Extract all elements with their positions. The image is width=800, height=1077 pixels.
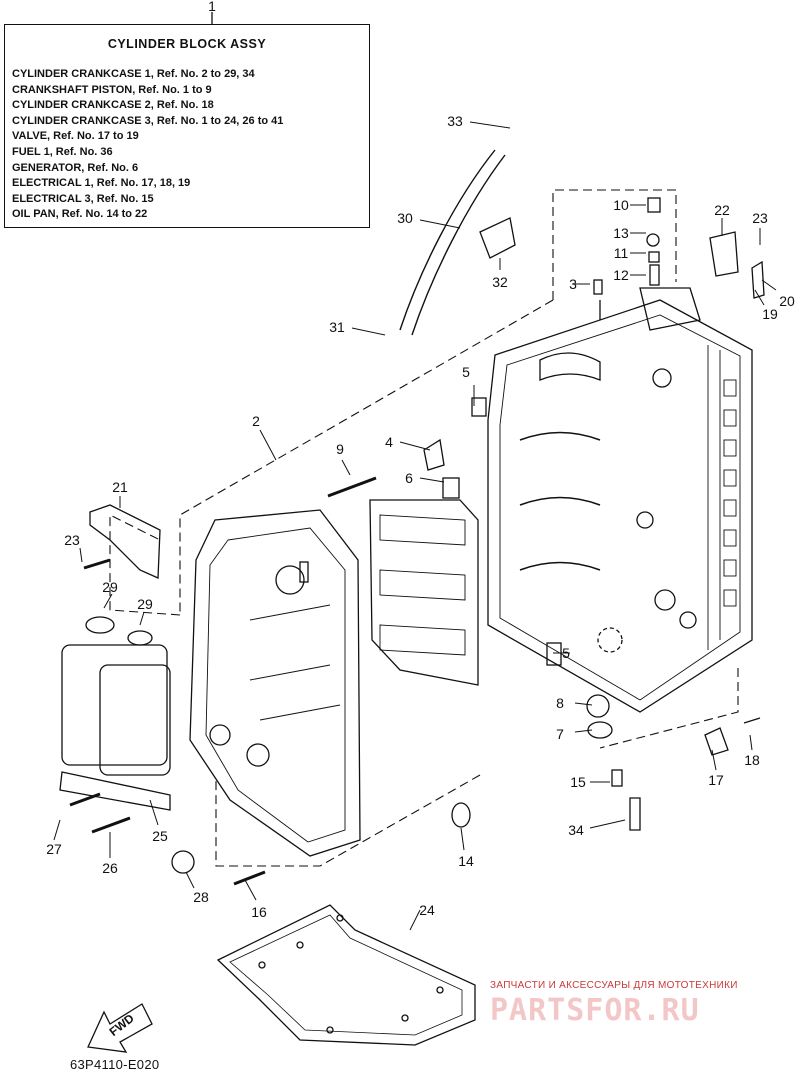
legend-line: ELECTRICAL 1, Ref. No. 17, 18, 19	[12, 177, 191, 190]
callout-13: 13	[613, 225, 629, 241]
watermark-tagline: ЗАПЧАСТИ И АКСЕССУАРЫ ДЛЯ МОТОТЕХНИКИ	[490, 980, 738, 991]
callout-23: 23	[752, 210, 768, 226]
callout-28: 28	[193, 889, 209, 905]
callout-23: 23	[64, 532, 80, 548]
callout-31: 31	[329, 319, 345, 335]
legend-line: FUEL 1, Ref. No. 36	[12, 145, 113, 158]
legend-line: CRANKSHAFT PISTON, Ref. No. 1 to 9	[12, 83, 212, 96]
callout-33: 33	[447, 113, 463, 129]
callout-15: 15	[570, 774, 586, 790]
callout-8: 8	[556, 695, 564, 711]
callout-10: 10	[613, 197, 629, 213]
callout-16: 16	[251, 904, 267, 920]
callout-24: 24	[419, 902, 435, 918]
callout-34: 34	[568, 822, 584, 838]
callout-29: 29	[102, 579, 118, 595]
callout-21: 21	[112, 479, 128, 495]
callout-27: 27	[46, 841, 62, 857]
callout-19: 19	[762, 306, 778, 322]
legend-line: OIL PAN, Ref. No. 14 to 22	[12, 208, 148, 221]
callout-6: 6	[405, 470, 413, 486]
callout-11: 11	[613, 245, 629, 261]
cylinder-head-assembly	[59, 616, 171, 811]
legend-line: GENERATOR, Ref. No. 6	[12, 161, 139, 174]
cylinder-block	[487, 287, 753, 713]
callout-5: 5	[462, 364, 470, 380]
crankcase	[189, 509, 361, 857]
callout-18: 18	[744, 752, 760, 768]
watermark: ЗАПЧАСТИ И АКСЕССУАРЫ ДЛЯ МОТОТЕХНИКИ PA…	[490, 980, 790, 1028]
fwd-arrow-icon	[87, 1003, 153, 1053]
callout-29: 29	[137, 596, 153, 612]
assembly-outline	[109, 189, 739, 867]
legend-line: CYLINDER CRANKCASE 2, Ref. No. 18	[12, 99, 214, 112]
legend-list: CYLINDER CRANKCASE 1, Ref. No. 2 to 29, …	[12, 67, 283, 223]
callout-3: 3	[569, 276, 577, 292]
figure-code: 63P4110-E020	[70, 1057, 160, 1072]
callout-25: 25	[152, 828, 168, 844]
callout-26: 26	[102, 860, 118, 876]
bracket-21	[89, 504, 161, 579]
bearing-plate	[369, 499, 479, 686]
callout-14: 14	[458, 853, 474, 869]
legend-line: CYLINDER CRANKCASE 3, Ref. No. 1 to 24, …	[12, 114, 284, 127]
callout-5: 5	[562, 645, 570, 661]
callout-30: 30	[397, 210, 413, 226]
small-parts	[69, 197, 765, 886]
watermark-logo: PARTSFOR.RU	[490, 993, 700, 1028]
callout-20: 20	[779, 293, 795, 309]
leader-lines	[53, 121, 777, 931]
callout-9: 9	[336, 441, 344, 457]
legend-box: CYLINDER BLOCK ASSY CYLINDER CRANKCASE 1…	[4, 24, 370, 228]
hose-30	[399, 149, 506, 336]
legend-line: VALVE, Ref. No. 17 to 19	[12, 130, 139, 143]
callout-12: 12	[613, 267, 629, 283]
legend-line: CYLINDER CRANKCASE 1, Ref. No. 2 to 29, …	[12, 68, 255, 80]
callout-17: 17	[708, 772, 724, 788]
callout-32: 32	[492, 274, 508, 290]
legend-line: ELECTRICAL 3, Ref. No. 15	[12, 192, 154, 205]
callout-4: 4	[385, 434, 393, 450]
gasket-24	[216, 904, 476, 1046]
callout-2: 2	[252, 413, 260, 429]
callout-1: 1	[208, 0, 216, 14]
legend-title: CYLINDER BLOCK ASSY	[107, 37, 267, 51]
callout-22: 22	[714, 202, 730, 218]
callout-7: 7	[556, 726, 564, 742]
